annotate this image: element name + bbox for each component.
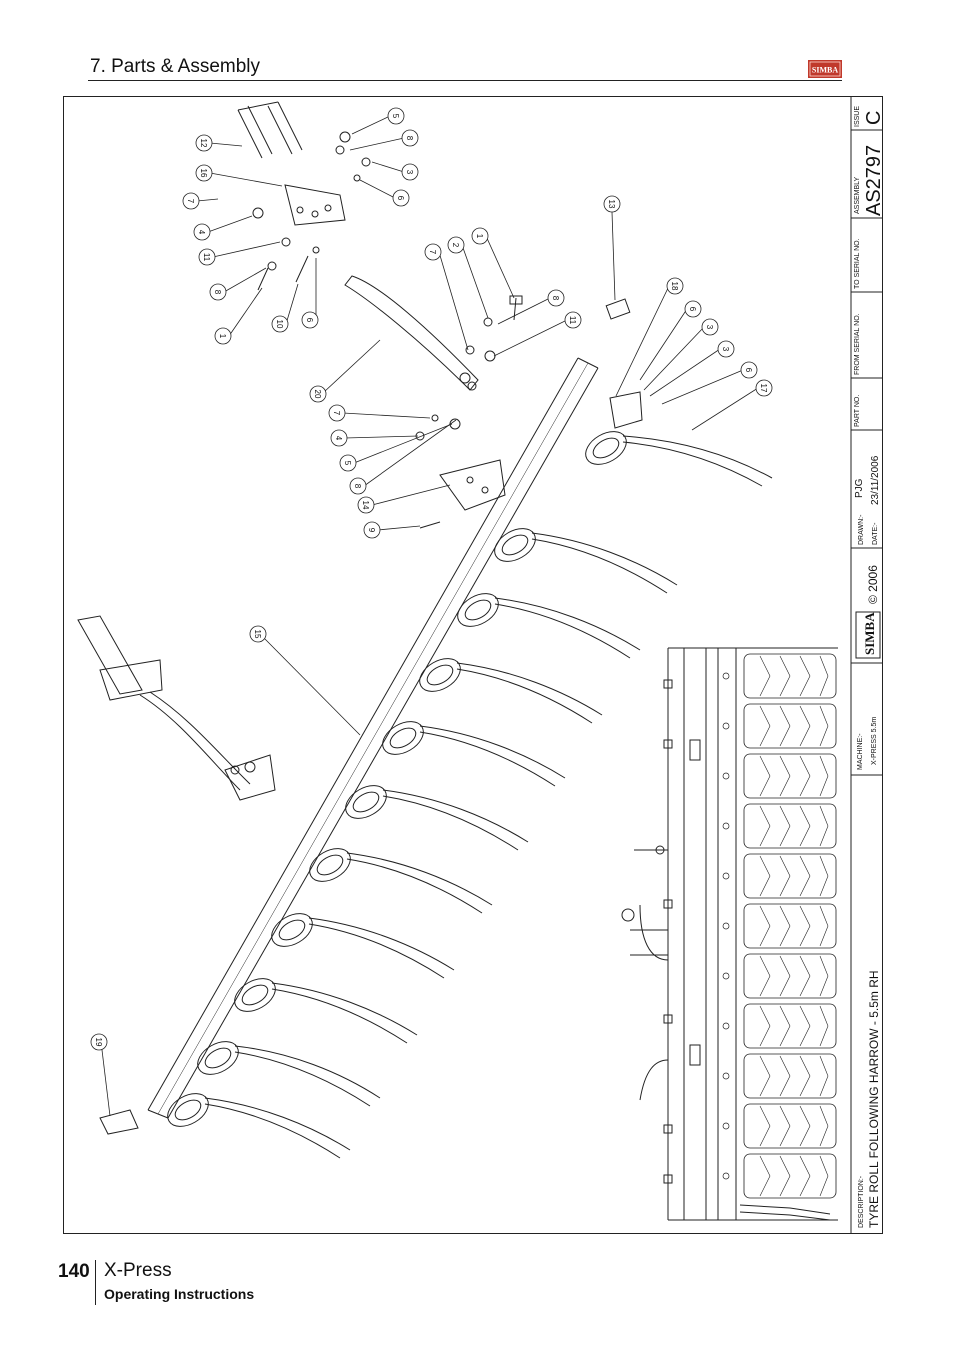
callout-label: 7: [332, 411, 341, 416]
callout-label: 6: [688, 307, 697, 312]
assembly-label: ASSEMBLY: [854, 176, 861, 214]
callout-label: 20: [313, 390, 322, 399]
callout-label: 15: [253, 630, 262, 639]
copyright: © 2006: [866, 565, 880, 604]
callout-label: 10: [275, 320, 284, 329]
callout-label: 16: [199, 169, 208, 178]
drawing-frame: [63, 96, 883, 1234]
from-serial-label: FROM SERIAL NO.: [854, 313, 861, 375]
callout-label: 1: [475, 234, 484, 239]
svg-text:SIMBA: SIMBA: [812, 66, 838, 75]
footer-divider: [95, 1260, 96, 1305]
callout-label: 5: [391, 114, 400, 119]
callout-label: 3: [705, 325, 714, 330]
to-serial-label: TO SERIAL NO.: [854, 238, 861, 289]
product-name: X-Press: [104, 1260, 172, 1281]
callout-label: 6: [305, 318, 314, 323]
date-label: DATE:-: [872, 522, 879, 545]
callout-label: 14: [361, 501, 370, 510]
callout-label: 11: [568, 316, 577, 325]
callout-label: 6: [744, 368, 753, 373]
title-block-brand: SIMBA: [862, 612, 877, 655]
header-rule: [88, 80, 842, 81]
description-value: TYRE ROLL FOLLOWING HARROW - 5.5m RH: [867, 970, 881, 1228]
document-subtitle: Operating Instructions: [104, 1286, 255, 1302]
title-block-logo: SIMBA: [855, 611, 881, 659]
callout-label: 13: [607, 200, 616, 209]
machine-value: X-PRESS 5.5m: [871, 717, 878, 765]
part-no-label: PART NO.: [854, 395, 861, 427]
callout-label: 18: [670, 282, 679, 291]
assembly-number: AS2797: [863, 145, 885, 216]
machine-label: MACHINE:-: [857, 733, 864, 770]
callout-label: 8: [213, 290, 222, 295]
description-label: DESCRIPTION:-: [858, 1175, 865, 1228]
date-value: 23/11/2006: [870, 455, 881, 505]
callout-label: 8: [551, 296, 560, 301]
callout-label: 5: [343, 461, 352, 466]
callout-label: 6: [396, 196, 405, 201]
callout-label: 17: [759, 384, 768, 393]
callout-label: 8: [405, 136, 414, 141]
callout-label: 7: [186, 199, 195, 204]
drawn-label: DRAWN:-: [858, 514, 865, 545]
callout-label: 2: [451, 243, 460, 248]
callout-label: 4: [334, 436, 343, 441]
drawn-value: PJG: [854, 478, 865, 498]
callout-label: 8: [353, 484, 362, 489]
issue-value: C: [863, 111, 885, 125]
callout-label: 12: [199, 139, 208, 148]
simba-logo: SIMBA: [808, 60, 842, 78]
callout-label: 9: [367, 528, 376, 533]
page-number: 140: [58, 1261, 90, 1282]
callout-label: 4: [197, 230, 206, 235]
section-title: 7. Parts & Assembly: [90, 56, 261, 77]
callout-label: 7: [428, 250, 437, 255]
callout-label: 1: [218, 334, 227, 339]
callout-label: 3: [721, 347, 730, 352]
plan-view-inset: [621, 647, 838, 1221]
callout-label: 11: [202, 253, 211, 262]
callout-label: 19: [94, 1038, 103, 1047]
issue-label: ISSUE: [854, 106, 861, 127]
callout-label: 3: [405, 170, 414, 175]
